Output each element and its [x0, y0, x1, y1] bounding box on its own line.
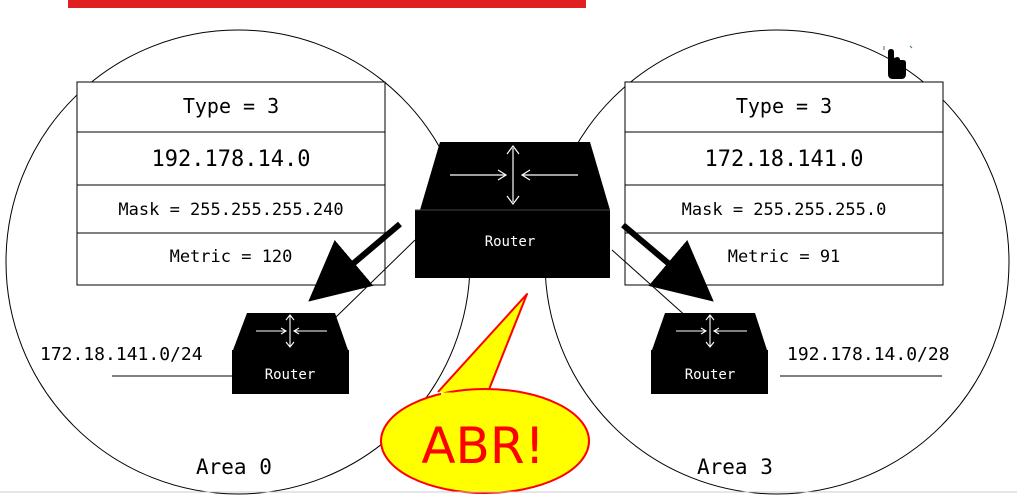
- right-router-label: Router: [685, 367, 736, 383]
- left-router-label: Router: [265, 367, 316, 383]
- lsa-left-metric: Metric = 120: [170, 247, 293, 267]
- right-router-arrows-icon: [676, 314, 747, 348]
- abr-callout-text: ABR!: [421, 417, 544, 475]
- left-router-arrows-icon: [256, 314, 327, 348]
- abr-arrows-icon: [450, 145, 578, 205]
- area-3-label: Area 3: [697, 455, 773, 479]
- lsa-table-right: Type = 3 172.18.141.0 Mask = 255.255.255…: [624, 81, 944, 286]
- lsa-left-type: Type = 3: [183, 94, 279, 118]
- arrow-abr-to-area3: [621, 222, 714, 302]
- link-abr-left: [334, 239, 416, 319]
- lsa-right-metric: Metric = 91: [728, 247, 841, 267]
- right-network-label: 192.178.14.0/28: [787, 344, 950, 365]
- lsa-right-mask: Mask = 255.255.255.0: [682, 200, 887, 220]
- area-0-label: Area 0: [196, 455, 272, 479]
- abr-router: Router: [415, 142, 610, 278]
- abr-router-label: Router: [485, 234, 536, 250]
- lsa-right-network: 172.18.141.0: [705, 147, 864, 172]
- left-router: Router: [232, 313, 349, 394]
- lsa-left-mask: Mask = 255.255.255.240: [118, 200, 343, 220]
- lsa-table-left: Type = 3 192.178.14.0 Mask = 255.255.255…: [76, 81, 386, 286]
- lsa-left-network: 192.178.14.0: [152, 147, 311, 172]
- lsa-right-type: Type = 3: [736, 94, 832, 118]
- left-network-label: 172.18.141.0/24: [40, 344, 203, 365]
- abr-callout: ABR!: [380, 293, 590, 494]
- top-accent-bar: [68, 0, 586, 8]
- arrow-abr-to-area0: [308, 221, 402, 302]
- right-router: Router: [651, 313, 768, 394]
- hand-cursor-icon: [883, 45, 913, 79]
